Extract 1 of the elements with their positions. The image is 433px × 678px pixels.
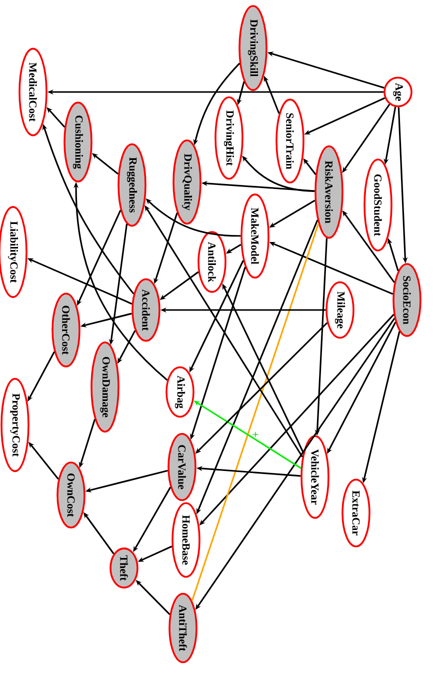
edge-label: + bbox=[252, 432, 258, 437]
